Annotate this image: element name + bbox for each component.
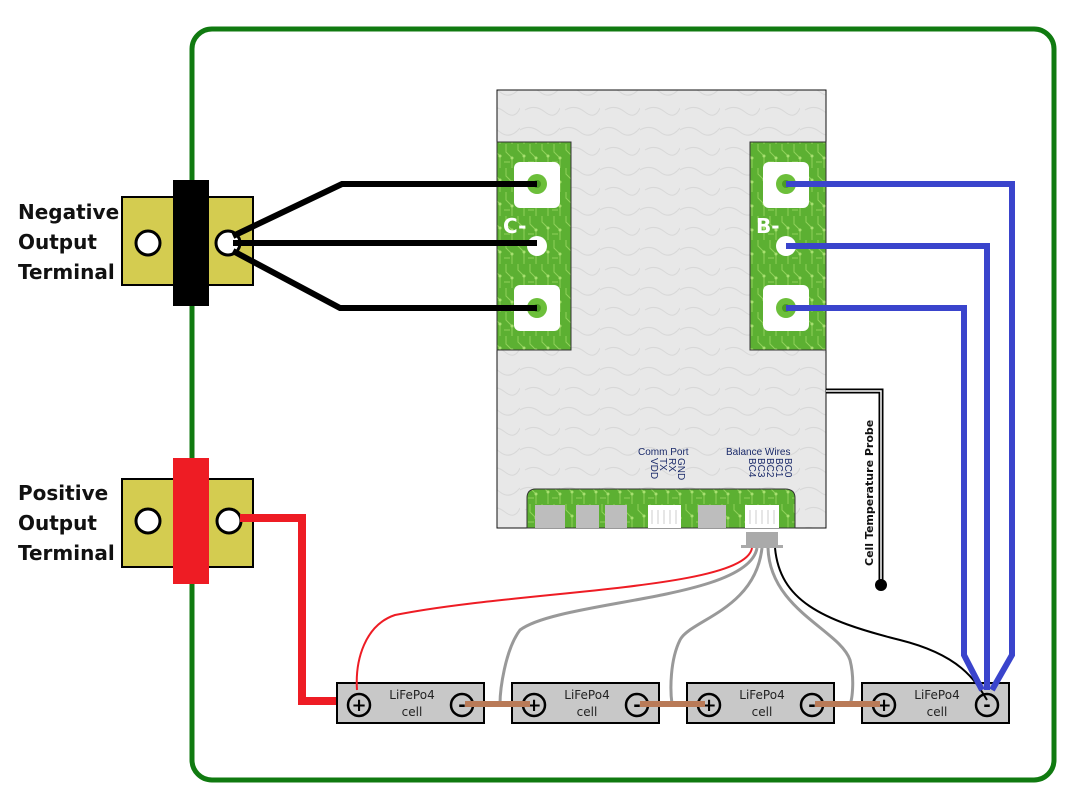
negative-clamp bbox=[173, 180, 209, 306]
c-minus-wires bbox=[231, 181, 537, 311]
pin-label: BC2 bbox=[764, 458, 775, 478]
cell-label-word: cell bbox=[577, 705, 598, 719]
pin-label: BC4 bbox=[746, 458, 757, 478]
plus-sign: + bbox=[351, 695, 366, 716]
balance-wires bbox=[355, 547, 988, 705]
minus-sign: - bbox=[983, 695, 990, 716]
cell-label-type: LiFePo4 bbox=[564, 688, 609, 702]
positive-output-wire bbox=[240, 514, 340, 705]
b-minus-label: B- bbox=[756, 214, 780, 238]
battery-cell: + - LiFePo4 cell bbox=[511, 682, 660, 724]
battery-cell: + - LiFePo4 cell bbox=[686, 682, 835, 724]
enclosure-outline bbox=[189, 26, 1057, 783]
minus-sign: - bbox=[633, 695, 640, 716]
minus-sign: - bbox=[808, 695, 815, 716]
negative-output-terminal: Negative Output Terminal bbox=[18, 180, 254, 306]
plus-sign: + bbox=[876, 695, 891, 716]
cell-label-type: LiFePo4 bbox=[389, 688, 434, 702]
pin-label: BC3 bbox=[755, 458, 766, 478]
negative-terminal-label-3: Terminal bbox=[18, 260, 115, 284]
plus-sign: + bbox=[701, 695, 716, 716]
negative-terminal-icon bbox=[974, 692, 1000, 718]
cell-label-type: LiFePo4 bbox=[914, 688, 959, 702]
positive-output-terminal: Positive Output Terminal bbox=[18, 458, 254, 584]
temperature-probe: Cell Temperature Probe bbox=[826, 388, 887, 591]
positive-terminal-icon bbox=[346, 692, 372, 718]
cell-label-type: LiFePo4 bbox=[739, 688, 784, 702]
plus-sign: + bbox=[526, 695, 541, 716]
cell-label-word: cell bbox=[927, 705, 948, 719]
balance-wires-title: Balance Wires bbox=[726, 447, 790, 458]
balance-plug bbox=[741, 532, 783, 548]
cell-label-word: cell bbox=[402, 705, 423, 719]
pin-label: VDD bbox=[648, 458, 659, 479]
positive-clamp bbox=[173, 458, 209, 584]
positive-terminal-label-3: Terminal bbox=[18, 541, 115, 565]
pin-label: TX bbox=[657, 458, 668, 471]
b-minus-wires bbox=[786, 181, 1015, 692]
pin-label: BC1 bbox=[773, 458, 784, 478]
positive-terminal-label-2: Output bbox=[18, 511, 97, 535]
c-minus-label: C- bbox=[503, 214, 526, 238]
pin-label: BC0 bbox=[782, 458, 793, 478]
pin-label: RX bbox=[666, 458, 677, 472]
negative-terminal-label-2: Output bbox=[18, 230, 97, 254]
negative-terminal-label-1: Negative bbox=[18, 200, 119, 224]
connector-strip bbox=[526, 488, 796, 529]
comm-port-title: Comm Port bbox=[638, 447, 689, 458]
minus-sign: - bbox=[458, 695, 465, 716]
positive-terminal-label-1: Positive bbox=[18, 481, 108, 505]
cell-label-word: cell bbox=[752, 705, 773, 719]
pin-label: GND bbox=[675, 458, 686, 480]
battery-cell: + - LiFePo4 cell bbox=[336, 682, 485, 724]
probe-label: Cell Temperature Probe bbox=[863, 420, 876, 566]
